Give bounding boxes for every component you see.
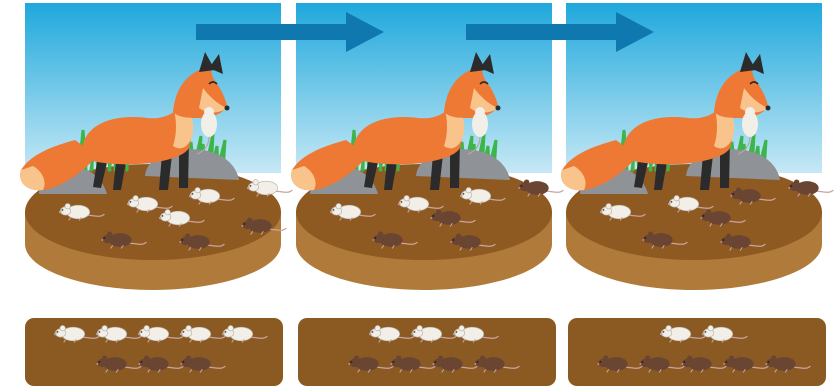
population-strip [568,318,826,386]
strip-background [568,318,826,386]
population-strip [298,318,556,386]
population-strip [25,318,283,386]
